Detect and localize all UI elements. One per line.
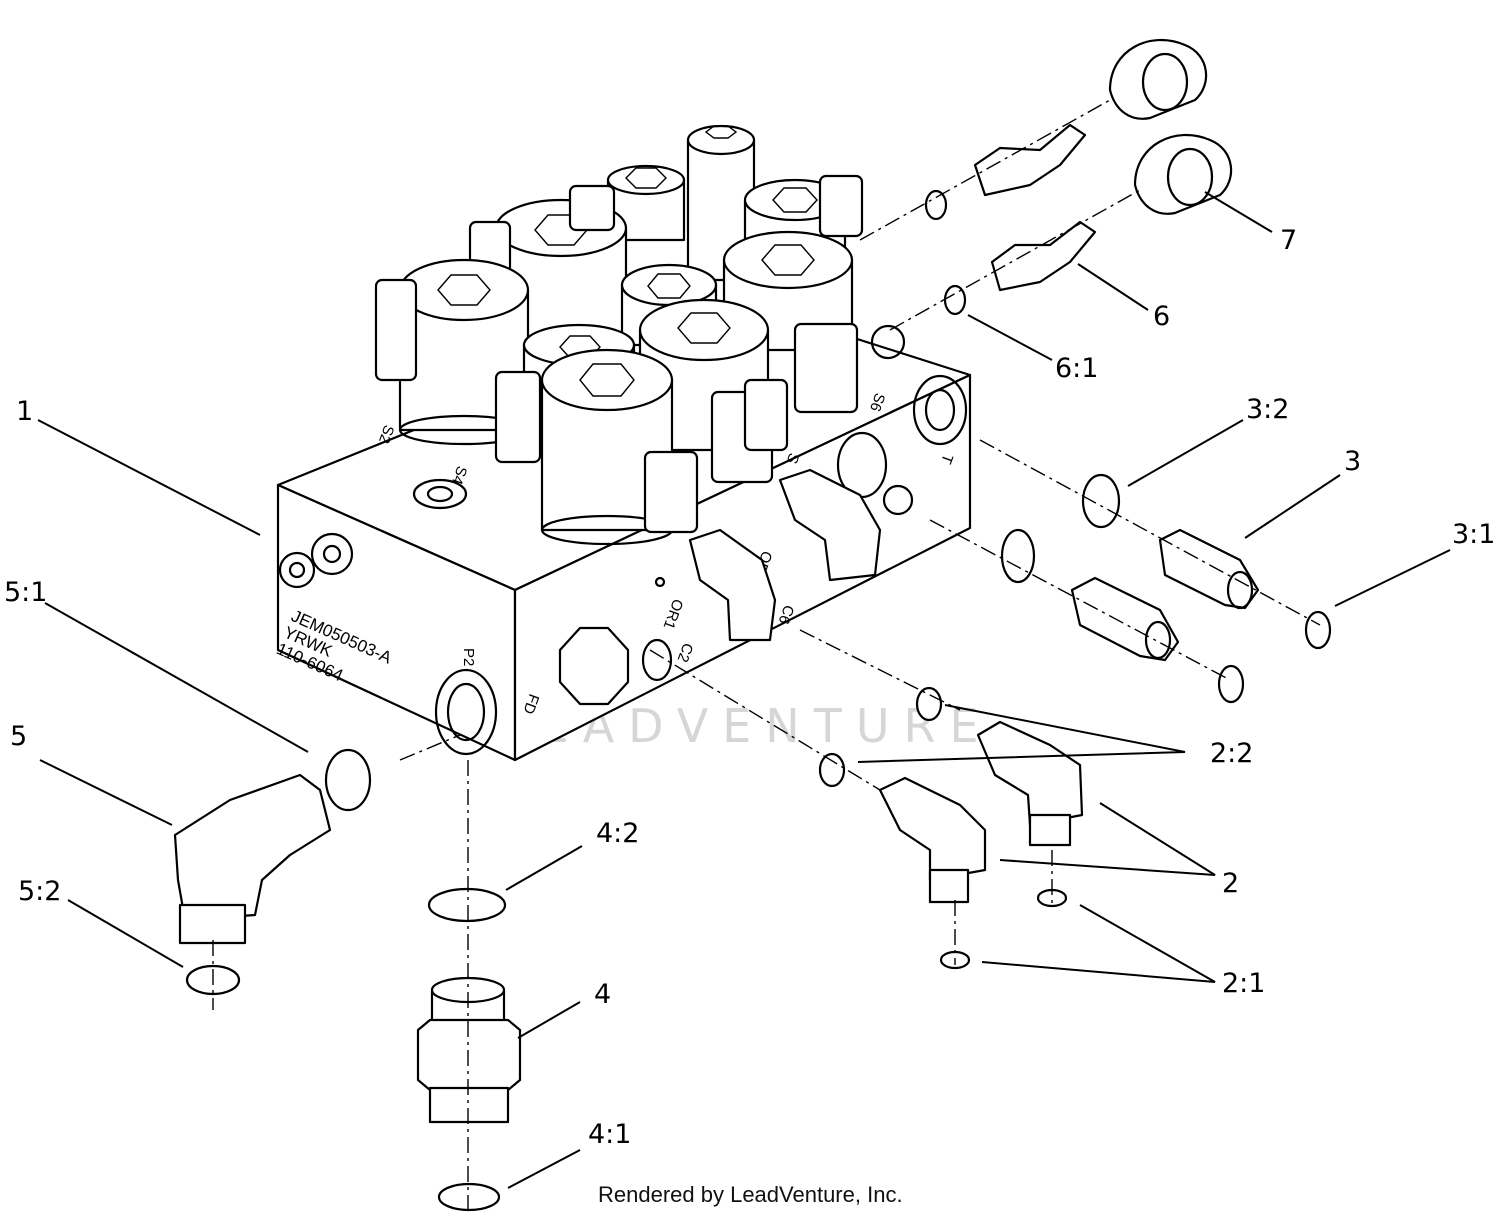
port-label-s6: S6	[866, 391, 888, 414]
part-5-elbow-fitting	[173, 748, 372, 996]
callout-5: 5	[10, 721, 27, 752]
credit-text: Rendered by LeadVenture, Inc.	[598, 1182, 903, 1207]
callout-1: 1	[16, 396, 33, 427]
callout-4-1: 4:1	[588, 1119, 631, 1150]
callout-4: 4	[594, 979, 611, 1010]
callout-2-1: 2:1	[1222, 968, 1265, 999]
callout-5-1: 5:1	[4, 577, 47, 608]
port-label-s4: S4	[448, 464, 470, 487]
callout-3: 3	[1344, 446, 1361, 477]
port-label-s2: S2	[375, 423, 397, 446]
assembly-centerlines	[212, 99, 1321, 1210]
part-6-7-couplers	[924, 38, 1233, 316]
callout-3-1: 3:1	[1452, 519, 1495, 550]
part-3-adapters	[1000, 473, 1332, 704]
callout-2: 2	[1222, 868, 1239, 899]
part-4-adapter	[416, 887, 522, 1212]
leader-lines	[37, 191, 1451, 1189]
solenoid-coils	[374, 124, 906, 546]
port-label-p2: P2	[460, 648, 477, 666]
callout-6-1: 6:1	[1055, 353, 1098, 384]
callout-3-2: 3:2	[1246, 394, 1289, 425]
port-label-c2: C2	[674, 641, 697, 665]
callout-2-2: 2:2	[1210, 738, 1253, 769]
callout-6: 6	[1153, 301, 1170, 332]
port-label-c6: C6	[775, 603, 798, 627]
callout-5-2: 5:2	[18, 876, 61, 907]
callout-4-2: 4:2	[596, 818, 639, 849]
callout-7: 7	[1280, 225, 1297, 256]
part-2-elbow-fittings	[688, 468, 1084, 904]
port-label-fd: FD	[519, 692, 542, 717]
